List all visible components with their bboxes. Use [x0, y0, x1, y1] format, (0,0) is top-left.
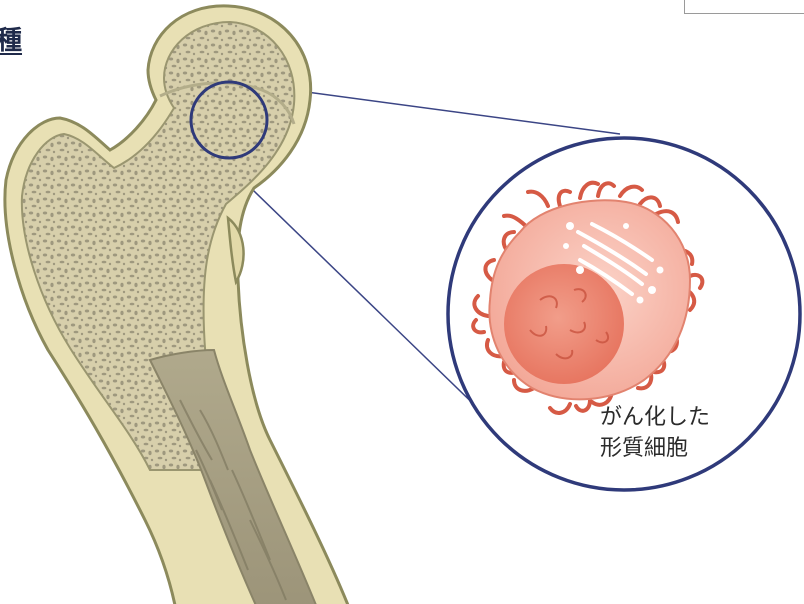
cell-nucleus: [504, 264, 624, 384]
femur-bone: [5, 6, 350, 604]
plasma-cell-label: がん化した 形質細胞: [600, 402, 746, 464]
magnifier-focus-circle: [191, 82, 267, 158]
plasma-cell-label-line1: がん化した: [600, 402, 746, 433]
plasma-cell-label-line2: 形質細胞: [600, 433, 746, 464]
